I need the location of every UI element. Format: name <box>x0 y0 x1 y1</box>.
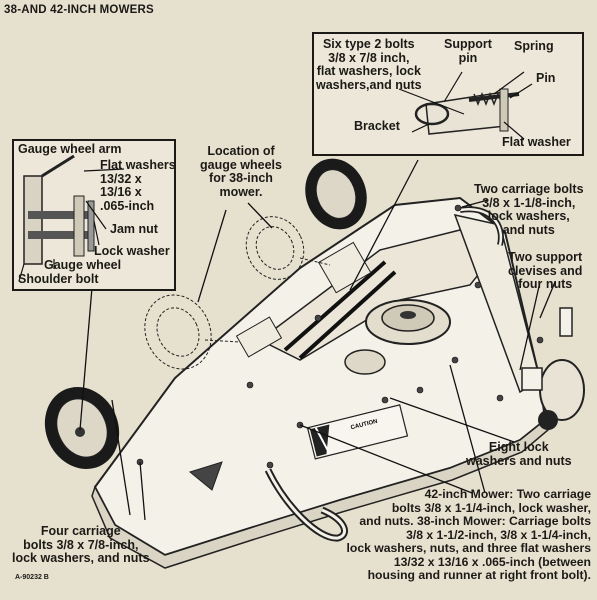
caution-decal <box>306 404 409 460</box>
support-clevis <box>559 307 573 337</box>
warning-triangle-icon <box>188 461 223 491</box>
label-bracket: Bracket <box>354 119 400 133</box>
label-support-pin: Support pin <box>444 37 492 65</box>
belt <box>283 260 397 360</box>
label-location-gauge-wheels: Location of gauge wheels for 38-inch mow… <box>200 144 282 199</box>
label-eight-lock-washers: Eight lock washers and nuts <box>466 440 572 468</box>
label-pin: Pin <box>536 71 556 85</box>
label-42-inch-mower: 42-inch Mower: Two carriage bolts 3/8 x … <box>346 487 591 582</box>
bracket-detail-drawing <box>398 71 533 140</box>
label-flat-washer: Flat washer <box>502 135 571 149</box>
page-header: 38-AND 42-INCH MOWERS <box>4 4 154 16</box>
label-lock-washer: Lock washer <box>94 244 170 258</box>
gauge-wheel-detail-drawing <box>18 154 125 282</box>
label-jam-nut: Jam nut <box>110 222 158 236</box>
dashed-gauge-wheel-locations <box>144 216 331 370</box>
label-gauge-wheel-arm: Gauge wheel arm <box>18 142 122 156</box>
label-flat-washers: Flat washers 13/32 x 13/16 x .065-inch <box>100 158 176 213</box>
deck-bolts <box>136 204 544 469</box>
label-support-clevises: Two support clevises and four nuts <box>508 250 583 291</box>
label-spring: Spring <box>514 39 554 53</box>
bracket-detail-inset: Six type 2 bolts 3/8 x 7/8 inch, flat wa… <box>312 32 584 156</box>
label-two-carriage-bolts: Two carriage bolts 3/8 x 1-1/8-inch, loc… <box>474 182 584 237</box>
spindle-cover <box>344 349 386 375</box>
gauge-wheel-detail-inset: Gauge wheel arm Flat washers 13/32 x 13/… <box>12 139 176 291</box>
label-shoulder-bolt: Shoulder bolt <box>18 272 99 286</box>
figure-id: A-90232 B <box>15 574 49 581</box>
label-six-bolts: Six type 2 bolts 3/8 x 7/8 inch, flat wa… <box>316 37 422 92</box>
pulley-hub <box>400 311 416 319</box>
label-four-carriage-bolts: Four carriage bolts 3/8 x 7/8-inch, lock… <box>12 524 150 565</box>
label-gauge-wheel: Gauge wheel <box>44 258 122 272</box>
